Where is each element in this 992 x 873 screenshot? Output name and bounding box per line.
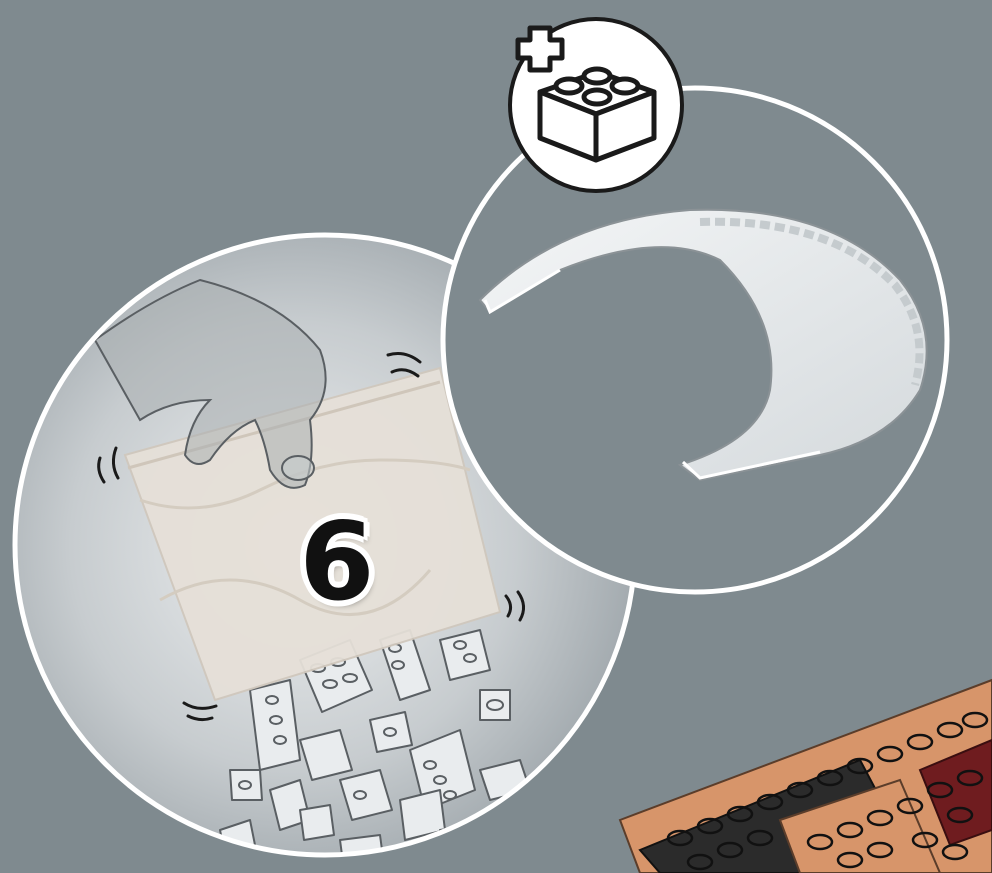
bag-number: 6 <box>292 508 382 618</box>
plus-brick-icon <box>510 19 682 191</box>
brick-2x2-icon <box>540 69 654 160</box>
part-callout <box>443 88 947 592</box>
model-preview <box>620 680 992 873</box>
